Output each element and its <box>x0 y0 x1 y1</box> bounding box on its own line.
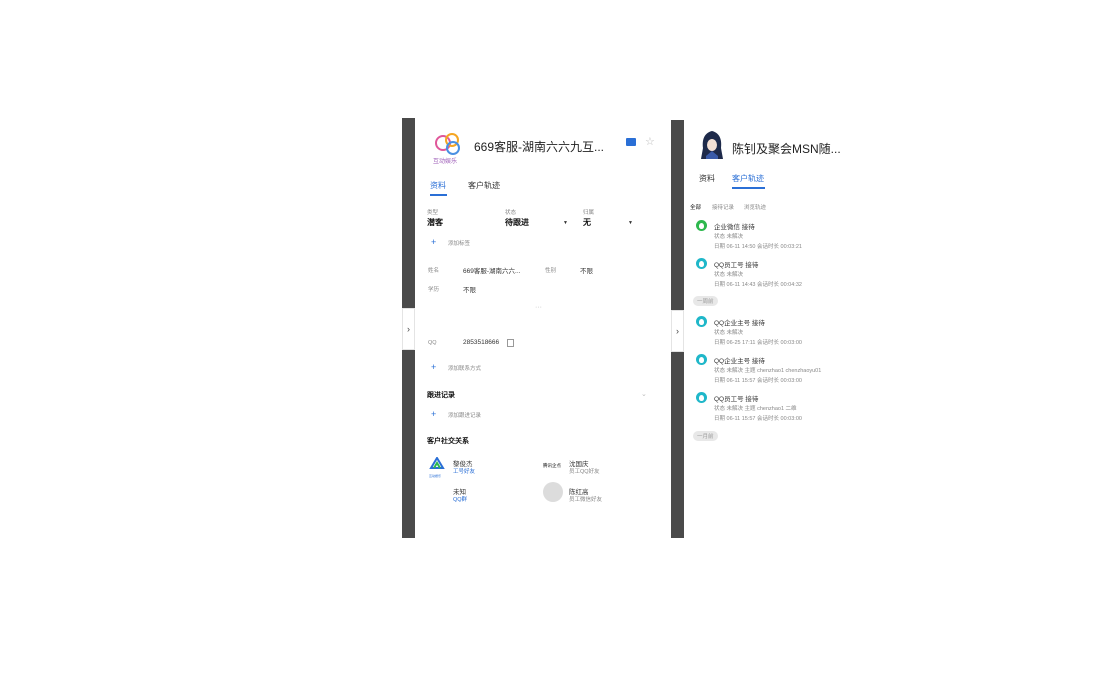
social-name[interactable]: 沈国庆 <box>569 461 589 468</box>
left-customer-panel: 互动娱乐 669客服-湖南六六九互... ☆ 资料 客户轨迹 类型 潜客 状态 … <box>415 118 670 538</box>
left-collapse-toggle[interactable]: › <box>402 308 415 350</box>
avatar <box>698 130 726 160</box>
filter-browse-track[interactable]: 浏览轨迹 <box>744 205 767 211</box>
add-tag-button[interactable]: 添加标签 <box>448 241 471 247</box>
follow-records-title: 跟进记录 <box>427 392 455 399</box>
right-customer-panel: 陈钊及聚会MSN随... 资料 客户轨迹 全部 接待记录 浏览轨迹 企业微信 接… <box>684 120 884 538</box>
event-title[interactable]: 企业微信 接待 <box>714 224 755 231</box>
qq-icon <box>696 354 707 365</box>
event-title[interactable]: QQ企业主号 接待 <box>714 358 765 365</box>
field-owner-value[interactable]: 无 <box>583 218 591 227</box>
expand-more-dots[interactable]: ··· <box>535 304 542 311</box>
status-chevron-down-icon[interactable]: ▼ <box>563 220 568 226</box>
tab-profile[interactable]: 资料 <box>430 181 446 190</box>
event-detail: 状态 未解决 <box>714 330 744 336</box>
add-contact-plus-icon[interactable]: + <box>431 362 437 372</box>
filter-all[interactable]: 全部 <box>690 205 702 211</box>
event-title[interactable]: QQ员工号 接待 <box>714 396 759 403</box>
social-sub: 工号好友 <box>453 469 476 475</box>
social-name[interactable]: 黎俊杰 <box>453 461 473 468</box>
social-name[interactable]: 未知 <box>453 489 466 496</box>
name-value: 669客服-湖南六六... <box>463 268 521 275</box>
avatar: 互动娱乐 <box>429 456 445 478</box>
event-detail: 日期 06-25 17:11 会话时长 00:03:00 <box>714 340 802 346</box>
star-icon[interactable]: ☆ <box>645 136 655 148</box>
field-owner-label: 归属 <box>583 210 595 216</box>
education-label: 学历 <box>428 287 440 293</box>
add-contact-button[interactable]: 添加联系方式 <box>448 366 482 372</box>
field-type-value[interactable]: 潜客 <box>427 218 443 227</box>
gender-value: 不限 <box>580 268 593 275</box>
tab-active-underline <box>430 194 447 196</box>
qq-label: QQ <box>428 340 437 346</box>
event-detail: 日期 06-11 15:57 会话时长 00:03:00 <box>714 378 802 384</box>
event-detail: 状态 未解决 <box>714 234 744 240</box>
field-type-label: 类型 <box>427 210 439 216</box>
social-sub: 员工QQ好友 <box>569 469 600 475</box>
avatar <box>543 482 563 502</box>
gender-label: 性别 <box>545 268 557 274</box>
tab-profile[interactable]: 资料 <box>699 174 715 183</box>
tab-customer-track[interactable]: 客户轨迹 <box>732 174 764 183</box>
avatar-text: 腾讯企点 <box>543 463 561 468</box>
social-sub: QQ群 <box>453 497 468 503</box>
add-follow-plus-icon[interactable]: + <box>431 409 437 419</box>
avatar-text: 互动娱乐 <box>429 474 442 478</box>
event-title[interactable]: QQ企业主号 接待 <box>714 320 765 327</box>
qq-icon <box>696 392 707 403</box>
owner-chevron-down-icon[interactable]: ▼ <box>628 220 633 226</box>
wechat-icon <box>696 220 707 231</box>
copy-icon[interactable] <box>507 339 514 347</box>
event-title[interactable]: QQ员工号 接待 <box>714 262 759 269</box>
time-divider-month: 一月前 <box>693 431 718 441</box>
qq-value: 2853518666 <box>463 339 500 346</box>
event-detail: 状态 未解决 主题 chenzhao1 chenzhaoyu01 <box>714 368 822 374</box>
social-relations-title: 客户社交关系 <box>427 438 469 445</box>
education-value: 不限 <box>463 287 476 294</box>
event-detail: 状态 未解决 <box>714 272 744 278</box>
tab-active-underline <box>732 187 765 189</box>
customer-title: 669客服-湖南六六九互... <box>474 140 605 154</box>
add-follow-button[interactable]: 添加跟进记录 <box>448 413 482 419</box>
company-logo: 互动娱乐 <box>433 132 465 165</box>
field-status-value[interactable]: 待跟进 <box>505 218 529 227</box>
tab-customer-track[interactable]: 客户轨迹 <box>468 181 500 190</box>
add-tag-plus-icon[interactable]: + <box>431 237 437 247</box>
filter-reception-records[interactable]: 接待记录 <box>712 205 735 211</box>
field-status-label: 状态 <box>505 210 517 216</box>
event-detail: 日期 06-11 15:57 会话时长 00:03:00 <box>714 416 802 422</box>
event-detail: 状态 未解决 主题 chenzhao1 二维 <box>714 406 797 412</box>
qq-icon <box>696 316 707 327</box>
time-divider-week: 一周前 <box>693 296 718 306</box>
qq-icon <box>696 258 707 269</box>
name-label: 姓名 <box>428 268 440 274</box>
social-sub: 员工微信好友 <box>569 497 603 503</box>
social-name[interactable]: 陈红高 <box>569 489 589 496</box>
customer-title: 陈钊及聚会MSN随... <box>732 142 841 156</box>
chat-icon[interactable] <box>626 138 636 146</box>
follow-chevron-down-icon[interactable]: ⌄ <box>641 391 647 398</box>
logo-text: 互动娱乐 <box>433 159 458 165</box>
event-detail: 日期 06-11 14:50 会话时长 00:03:21 <box>714 244 802 250</box>
right-collapse-toggle[interactable]: › <box>671 310 684 352</box>
event-detail: 日期 06-11 14:43 会话时长 00:04:32 <box>714 282 802 288</box>
